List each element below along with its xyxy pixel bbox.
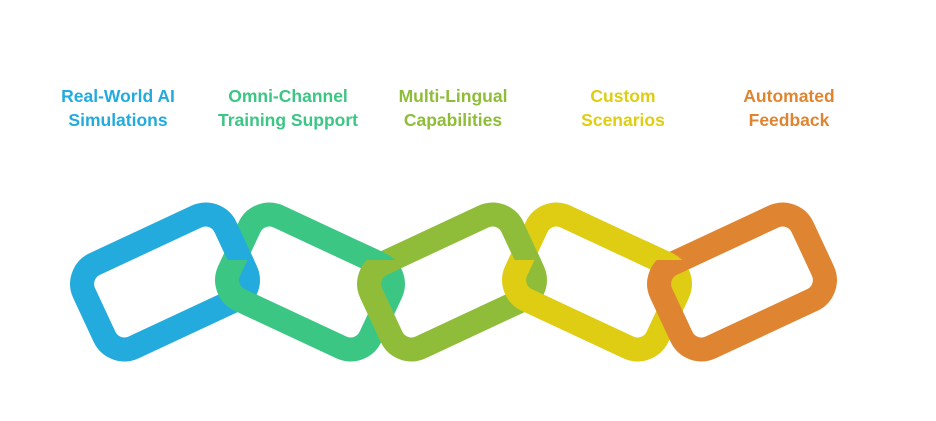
label-line: Automated (743, 86, 835, 106)
label-line: Simulations (68, 110, 168, 130)
label-line: Training Support (218, 110, 358, 130)
chain-link-1-overlap (212, 202, 260, 260)
label-line: Scenarios (581, 110, 665, 130)
label-omni-channel-training-support: Omni-Channel Training Support (198, 84, 378, 132)
label-automated-feedback: Automated Feedback (699, 84, 879, 132)
label-line: Multi-Lingual (398, 86, 508, 106)
label-line: Capabilities (403, 110, 503, 130)
chain-link-3-overlap (500, 202, 547, 260)
label-multi-lingual-capabilities: Multi-Lingual Capabilities (363, 84, 543, 132)
label-custom-scenarios: Custom Scenarios (533, 84, 713, 132)
label-line: Feedback (748, 110, 830, 130)
label-real-world-ai-simulations: Real-World AI Simulations (28, 84, 208, 132)
label-line: Omni-Channel (228, 86, 348, 106)
label-line: Real-World AI (61, 86, 175, 106)
label-line: Custom (590, 86, 656, 106)
chain-link-5 (647, 202, 837, 362)
